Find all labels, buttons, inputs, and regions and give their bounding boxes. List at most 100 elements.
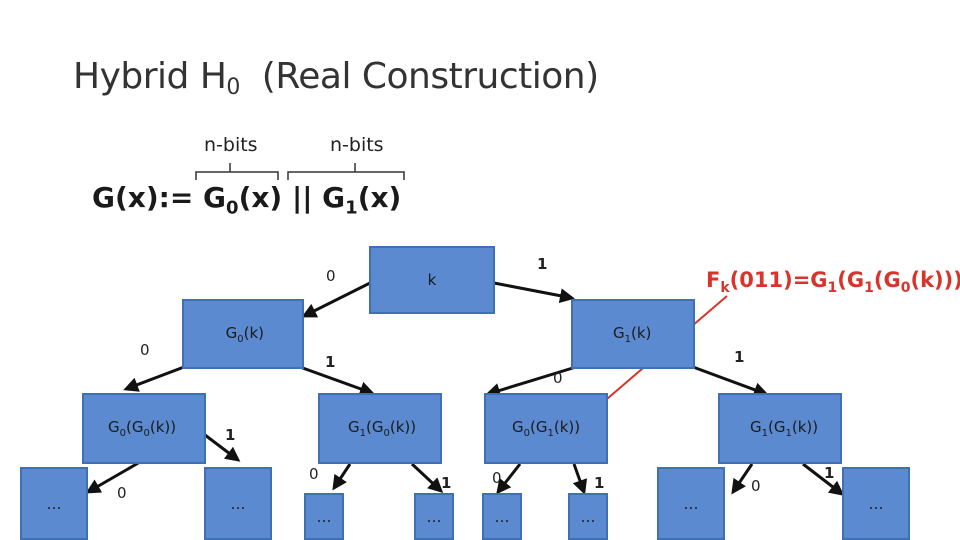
ellipsis: … — [46, 494, 62, 513]
text: 0 — [119, 428, 126, 439]
node-g0: G0(k) — [182, 299, 304, 369]
text: 1 — [359, 428, 366, 439]
text: (k)) — [149, 418, 177, 436]
slide-title: Hybrid H0 (Real Construction) — [73, 56, 599, 100]
text: F — [706, 268, 721, 292]
ellipsis: … — [580, 507, 596, 526]
text: (k)) — [791, 418, 819, 436]
leaf-node: … — [568, 493, 608, 540]
text: 0 — [237, 333, 244, 345]
text: (G — [530, 418, 548, 436]
text: (011)=G — [729, 268, 828, 292]
node-g1-g1: G1(G1(k)) — [718, 393, 842, 464]
text: (G — [837, 268, 865, 292]
text: G — [613, 323, 625, 342]
edge-n01-left — [332, 463, 352, 491]
text: 1 — [547, 428, 554, 439]
text: (G — [873, 268, 901, 292]
edge-label-1: 1 — [441, 474, 452, 492]
edge-label-1: 1 — [225, 426, 236, 444]
edge-label-0: 0 — [492, 469, 502, 487]
edge-label-1: 1 — [325, 353, 336, 371]
brace-right — [287, 163, 405, 180]
leaf-node: … — [482, 493, 522, 540]
ellipsis: … — [316, 507, 332, 526]
leaf-node: … — [414, 493, 454, 540]
node-label: G0(G0(k)) — [108, 418, 176, 439]
node-g1: G1(k) — [571, 299, 695, 369]
node-label: G0(G1(k)) — [512, 418, 580, 439]
text: (k) — [631, 323, 652, 342]
text: 0 — [900, 280, 911, 297]
edge-n11-left — [731, 463, 754, 495]
node-label: G1(k) — [613, 324, 651, 345]
edge-label-1: 1 — [734, 348, 745, 366]
text: 0 — [523, 428, 530, 439]
text: 1 — [864, 280, 874, 297]
ellipsis: … — [230, 494, 246, 513]
ellipsis: … — [868, 494, 884, 513]
nbits-label-right: n-bits — [330, 134, 384, 156]
text: 1 — [785, 428, 792, 439]
node-g1-g0: G1(G0(k)) — [318, 393, 442, 464]
formula-part: G(x):= G — [92, 181, 227, 214]
edge-n00-left — [85, 460, 141, 494]
node-g0-g0: G0(G0(k)) — [82, 393, 206, 464]
edge-label-0: 0 — [117, 484, 127, 502]
text: (k))) — [910, 268, 960, 292]
formula-sub: 1 — [345, 197, 358, 219]
node-g0-g1: G0(G1(k)) — [484, 393, 608, 464]
edge-label-0: 0 — [309, 465, 319, 483]
edge-n10-left — [496, 463, 522, 495]
text: G — [512, 418, 524, 436]
leaf-node: … — [20, 467, 88, 540]
formula: G(x):= G0(x) || G1(x) — [92, 181, 401, 219]
brace-left — [195, 163, 279, 180]
ellipsis: … — [426, 507, 442, 526]
leaf-node: … — [204, 467, 272, 540]
edge-n00-right — [204, 433, 241, 462]
title-subscript: 0 — [226, 75, 240, 100]
ellipsis: … — [494, 507, 510, 526]
text: 0 — [143, 428, 150, 439]
edge-label-0: 0 — [326, 267, 336, 285]
text: k — [720, 280, 730, 297]
formula-part: (x) || G — [238, 181, 346, 214]
title-suffix: (Real Construction) — [261, 56, 599, 97]
formula-part: (x) — [357, 181, 402, 214]
edge-g0-left — [123, 365, 185, 392]
text: (k)) — [389, 418, 417, 436]
edge-n10-right — [572, 463, 588, 495]
text: (k) — [243, 323, 264, 342]
text: 0 — [383, 428, 390, 439]
text: (G — [768, 418, 786, 436]
edge-g1-right — [692, 365, 769, 397]
edge-root-right — [493, 281, 575, 304]
text: G — [225, 323, 238, 342]
formula-sub: 0 — [226, 197, 239, 219]
edge-g1-left — [485, 365, 577, 398]
text: 1 — [761, 428, 768, 439]
node-label: k — [427, 271, 437, 289]
leaf-node: … — [842, 467, 910, 540]
node-root: k — [369, 246, 495, 314]
edge-label-1: 1 — [537, 255, 548, 273]
edge-n11-right — [802, 462, 845, 496]
edge-label-1: 1 — [824, 464, 835, 482]
node-label: G0(k) — [226, 324, 264, 345]
text: G — [348, 418, 360, 436]
ellipsis: … — [683, 494, 699, 513]
text: 1 — [827, 280, 838, 297]
text: (G — [126, 418, 144, 436]
text: (G — [366, 418, 384, 436]
title-prefix: Hybrid H — [73, 56, 227, 97]
node-label: G1(G0(k)) — [348, 418, 416, 439]
edge-root-left — [301, 281, 371, 318]
leaf-node: … — [657, 467, 725, 540]
edge-label-0: 0 — [553, 369, 563, 387]
text: 1 — [624, 333, 631, 345]
node-label: G1(G1(k)) — [750, 418, 818, 439]
text: G — [750, 418, 762, 436]
edge-label-0: 0 — [140, 341, 150, 359]
edge-n01-right — [410, 462, 444, 494]
